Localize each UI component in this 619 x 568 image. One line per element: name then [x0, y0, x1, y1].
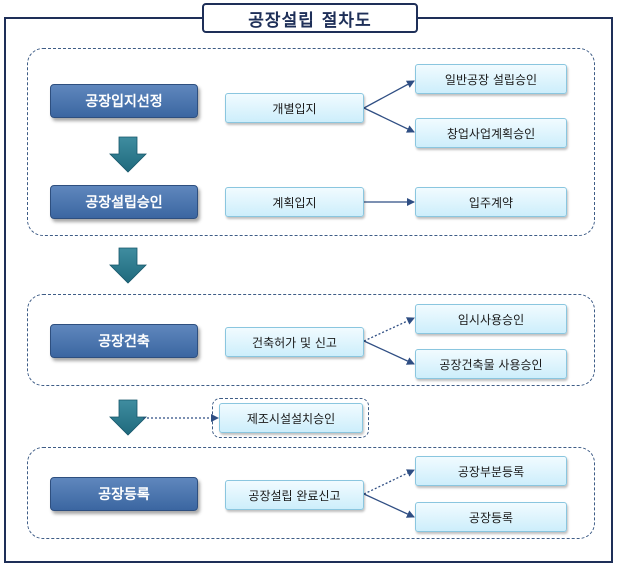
- link-individual-general: [363, 80, 415, 109]
- group-construction: [27, 294, 595, 386]
- node-general-factory-approval: 일반공장 설립승인: [415, 64, 567, 94]
- node-tenancy-contract: 입주계약: [415, 187, 567, 217]
- stage-registration: 공장등록: [50, 477, 198, 511]
- link-permit-temporary: [363, 317, 415, 342]
- stage-site-selection: 공장입지선정: [50, 84, 198, 118]
- node-temporary-use-approval: 임시사용승인: [415, 304, 567, 334]
- node-factory-registration: 공장등록: [415, 502, 567, 532]
- link-completion-registration: [363, 493, 415, 518]
- node-individual-site: 개별입지: [225, 93, 364, 123]
- down-arrow-2: [109, 247, 147, 284]
- diagram-title: 공장설립 절차도: [202, 3, 418, 33]
- link-individual-startup: [363, 107, 415, 133]
- node-planned-site: 계획입지: [225, 187, 364, 217]
- group-registration: [27, 447, 595, 539]
- link-completion-partial: [363, 469, 415, 495]
- node-building-use-approval: 공장건축물 사용승인: [415, 349, 567, 379]
- node-startup-plan-approval: 창업사업계획승인: [415, 118, 567, 148]
- link-permit-building-use: [363, 340, 415, 365]
- down-arrow-3: [109, 399, 147, 436]
- node-completion-report: 공장설립 완료신고: [225, 480, 364, 510]
- node-partial-registration: 공장부분등록: [415, 456, 567, 486]
- down-arrow-1: [109, 136, 147, 173]
- node-manufacturing-facility: 제조시설설치승인: [219, 403, 363, 433]
- stage-establishment-approval: 공장설립승인: [50, 185, 198, 219]
- stage-construction: 공장건축: [50, 324, 198, 358]
- group-site-approval: [27, 48, 595, 236]
- node-building-permit: 건축허가 및 신고: [225, 327, 364, 357]
